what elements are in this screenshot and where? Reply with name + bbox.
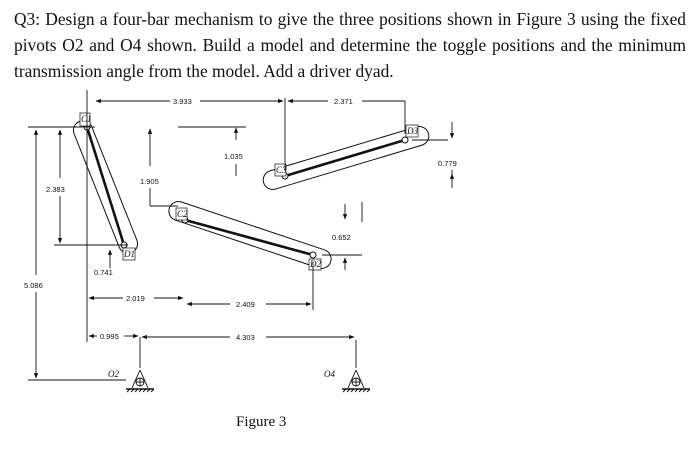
label-o4: O4 [324,369,335,379]
ground-pivot-o2: O2 [108,369,155,393]
coupler-position-1: C1 D1 [72,112,139,261]
coupler-bar-3 [284,138,406,178]
label-c2: C2 [177,209,188,219]
dimension-values: 3.933 2.371 1.035 0.779 1.905 2.383 0.65… [24,97,457,342]
extension-lines [28,90,448,381]
dim-1035: 1.035 [224,152,243,161]
label-d3: D3 [406,126,418,136]
dim-0995: 0.995 [100,332,119,341]
dim-1905: 1.905 [140,177,159,186]
dim-2019: 2.019 [126,294,145,303]
dim-2371: 2.371 [334,97,353,106]
dim-0652: 0.652 [332,233,351,242]
coupler-bar-1 [85,126,126,246]
ground-pivot-o4: O4 [324,369,371,393]
dim-0741: 0.741 [94,268,113,277]
coupler-position-3: C3 D3 [262,124,430,190]
label-o2: O2 [108,369,119,379]
question-text: Q3: Design a four-bar mechanism to give … [14,9,686,81]
dim-4303: 4.303 [236,333,255,342]
label-d1: D1 [123,249,135,259]
label-c1: C1 [81,114,92,124]
figure-caption: Figure 3 [236,414,286,430]
dim-2409: 2.409 [236,300,255,309]
dimension-lines [33,98,455,379]
coupler-bar-2 [184,218,314,257]
coupler-position-2: C2 D2 [168,201,332,271]
pivot-d3 [401,136,409,144]
label-c3: C3 [276,165,287,175]
pivot-d2 [309,251,317,259]
dim-2383: 2.383 [46,185,65,194]
dim-5086: 5.086 [24,281,43,290]
dim-0779: 0.779 [438,159,457,168]
dim-3933: 3.933 [173,97,192,106]
label-d2: D2 [309,259,321,269]
